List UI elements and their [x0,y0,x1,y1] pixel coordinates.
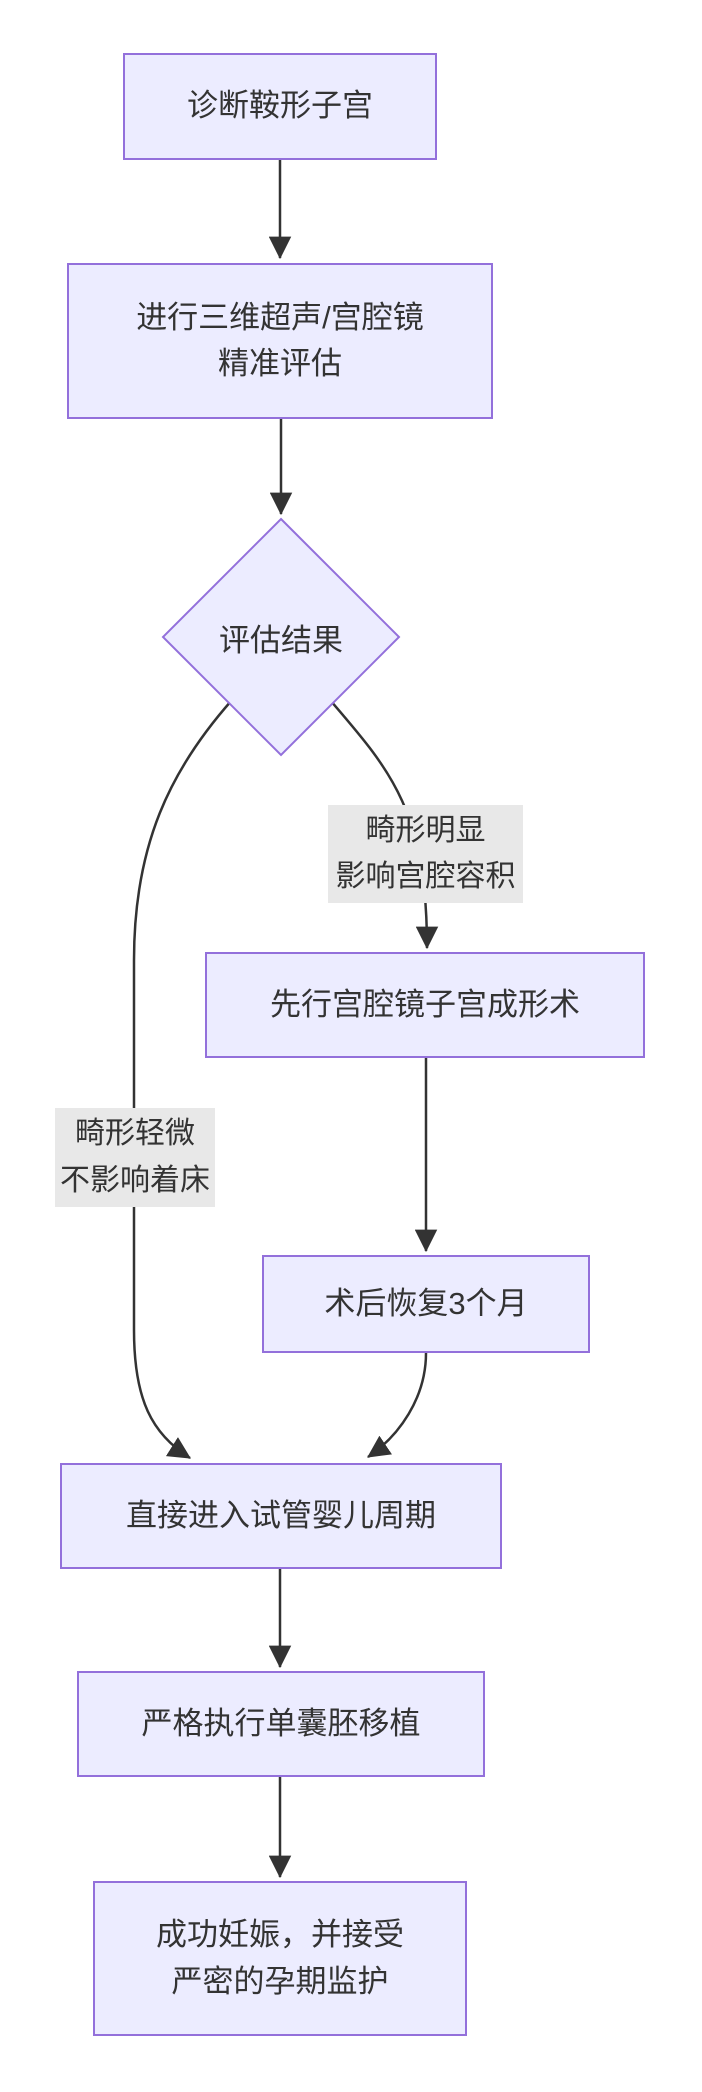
node-postop-recovery-label: 术后恢复3个月 [324,1285,528,1321]
decision-assessment-result: 评估结果 [163,519,399,755]
edge-label-severe-deformity-line2: 影响宫腔容积 [335,860,516,893]
decision-assessment-result-label: 评估结果 [219,622,343,658]
node-diagnosis: 诊断鞍形子宫 [123,53,437,160]
node-ivf-cycle-label: 直接进入试管婴儿周期 [126,1497,436,1533]
node-assessment-label-line1: 进行三维超声/宫腔镜 [136,299,424,335]
node-assessment: 进行三维超声/宫腔镜 精准评估 [67,263,493,419]
node-pregnancy-monitoring-label-line2: 严密的孕期监护 [171,1963,389,1999]
node-postop-recovery: 术后恢复3个月 [262,1255,590,1353]
node-pregnancy-monitoring-label-line1: 成功妊娠，并接受 [156,1917,404,1952]
edge-recovery-ivf [367,1352,428,1459]
decision-diamond-shape [161,517,401,757]
edge-label-severe-deformity-line1: 畸形明显 [365,813,486,847]
node-diagnosis-label: 诊断鞍形子宫 [187,88,373,124]
node-hysteroscopic-metroplasty: 先行宫腔镜子宫成形术 [205,952,645,1058]
node-single-blastocyst-transfer: 严格执行单囊胚移植 [77,1671,485,1777]
node-ivf-cycle: 直接进入试管婴儿周期 [60,1463,502,1569]
node-pregnancy-monitoring: 成功妊娠，并接受 严密的孕期监护 [93,1881,467,2036]
node-assessment-label-line2: 精准评估 [218,346,342,381]
edge-label-mild-deformity: 畸形轻微 不影响着床 [55,1108,215,1207]
edge-label-mild-deformity-line2: 不影响着床 [60,1163,210,1197]
node-hysteroscopic-metroplasty-label: 先行宫腔镜子宫成形术 [270,986,580,1022]
edge-label-mild-deformity-line1: 畸形轻微 [75,1117,195,1150]
node-single-blastocyst-transfer-label: 严格执行单囊胚移植 [141,1705,421,1741]
edge-decision-ivf [132,699,233,1460]
edge-label-severe-deformity: 畸形明显 影响宫腔容积 [328,805,523,903]
